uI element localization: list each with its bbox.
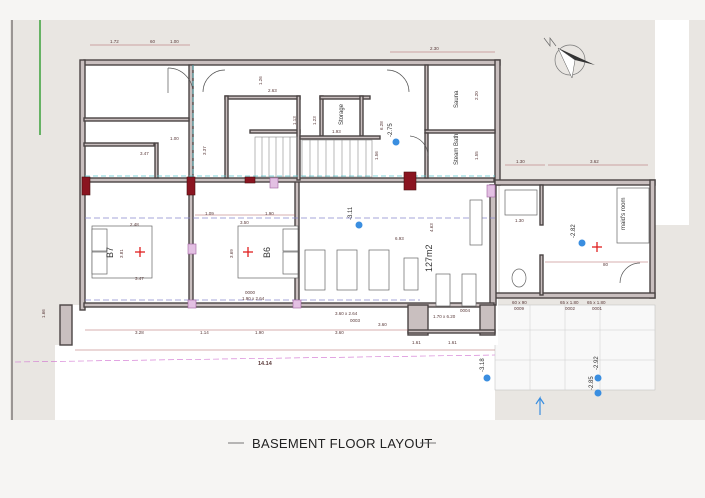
opening-code: 0000	[245, 290, 256, 295]
shower	[504, 189, 538, 216]
dimension-text: 6.93	[395, 236, 404, 241]
dimension-text: 1.00	[170, 39, 179, 44]
room-label-sauna: Sauna	[454, 90, 460, 108]
opening-labels: 60 x 90 0009 65 x 1.80 0002 65 x 1.80 00…	[242, 290, 606, 323]
room-label-area: 127m2	[424, 244, 434, 272]
room-label-b7: B7	[105, 247, 115, 258]
dimension-text: 2.20	[474, 91, 479, 100]
dimension-text: 1.55	[474, 151, 479, 160]
bed-b7	[91, 225, 153, 279]
opening-size: 60 x 90	[512, 300, 527, 305]
room-label-b6: B6	[262, 247, 272, 258]
opening-size: 1.70 x 6.20	[433, 314, 456, 319]
dashed-line-site	[14, 354, 496, 363]
dimension-text: 2.30	[430, 46, 439, 51]
opening-size: 65 x 1.80	[560, 300, 579, 305]
entrance-arrow-icon	[535, 396, 545, 415]
dimension-text: 3.37	[202, 146, 207, 155]
axis-cross-icon	[135, 242, 602, 257]
columns	[81, 171, 496, 309]
room-label-maids-room: maid's room	[621, 198, 627, 231]
dimension-text: 1.56	[374, 151, 379, 160]
dimension-text: 3.60	[378, 322, 387, 327]
level-text: -2.75	[388, 123, 394, 137]
front-yard	[55, 345, 495, 420]
paving-grid	[495, 305, 655, 390]
dimension-text: 6.28	[379, 121, 384, 130]
overall-dimension: 14.14	[258, 361, 273, 367]
dimension-text: 3.69	[229, 249, 234, 258]
terrace-area	[70, 305, 498, 345]
opening-size: 65 x 1.80	[587, 300, 606, 305]
dimension-text: 3.50	[240, 220, 249, 225]
dimension-text: 4.63	[429, 223, 434, 232]
dimension-text: 1.09	[205, 211, 214, 216]
dimension-text: 60	[150, 39, 156, 44]
dimension-text: 1.30	[516, 159, 525, 164]
dimension-text: 1.26	[258, 76, 263, 85]
dimension-text: 80	[603, 262, 609, 267]
level-text: -3.11	[348, 206, 354, 220]
level-text: -2.82	[571, 224, 577, 238]
dimension-text: 1.66	[41, 309, 46, 318]
dimension-text: 3.60	[335, 330, 344, 335]
dimension-lines	[75, 44, 648, 351]
opening-code: 0002	[565, 306, 576, 311]
dimension-text: 1.30	[515, 218, 524, 223]
doors	[167, 67, 641, 284]
dimension-text: 1.14	[200, 330, 209, 335]
dimension-text: 2.48	[130, 222, 139, 227]
drawing-title: BASEMENT FLOOR LAYOUT	[252, 436, 433, 451]
dimension-text: 1.00	[170, 136, 179, 141]
opening-size: 3.60 x 2.64	[335, 311, 358, 316]
north-arrow-icon	[543, 36, 595, 79]
toilet	[511, 268, 527, 288]
dimension-text: 3.81	[119, 249, 124, 258]
dimension-text: 1.23	[312, 116, 317, 125]
dimension-text: 3.62	[590, 159, 599, 164]
opening-code: 0009	[514, 306, 525, 311]
level-marker-icon	[355, 138, 602, 397]
dimension-text: 3.28	[135, 330, 144, 335]
neighbor-strip	[655, 20, 689, 225]
staircase	[254, 136, 373, 178]
dimension-text: 1.93	[332, 129, 341, 134]
opening-size: 1.90 x 2.64	[242, 296, 265, 301]
dimension-text: 1.90	[265, 211, 274, 216]
level-text: -2.92	[594, 356, 600, 370]
maids-bed	[616, 187, 650, 244]
dimension-text: 1.72	[110, 39, 119, 44]
dimension-text: 1.61	[448, 340, 457, 345]
room-label-steam-bath: Steam Bath	[454, 134, 460, 165]
dimension-text: 1.13	[292, 116, 297, 125]
level-text: -2.85	[589, 376, 595, 390]
dimension-text: 2.63	[268, 88, 277, 93]
opening-code: 0001	[592, 306, 603, 311]
room-label-storage: Storage	[339, 103, 345, 125]
dimension-text: 3.47	[140, 151, 149, 156]
dimension-text: 1.90	[255, 330, 264, 335]
paved-area	[494, 304, 656, 391]
gym-equipment	[304, 199, 483, 307]
level-text: -3.18	[480, 358, 486, 372]
dimension-text: 1.61	[412, 340, 421, 345]
opening-code: 0003	[350, 318, 361, 323]
opening-code: 0004	[460, 308, 471, 313]
dimension-text: 3.47	[135, 276, 144, 281]
